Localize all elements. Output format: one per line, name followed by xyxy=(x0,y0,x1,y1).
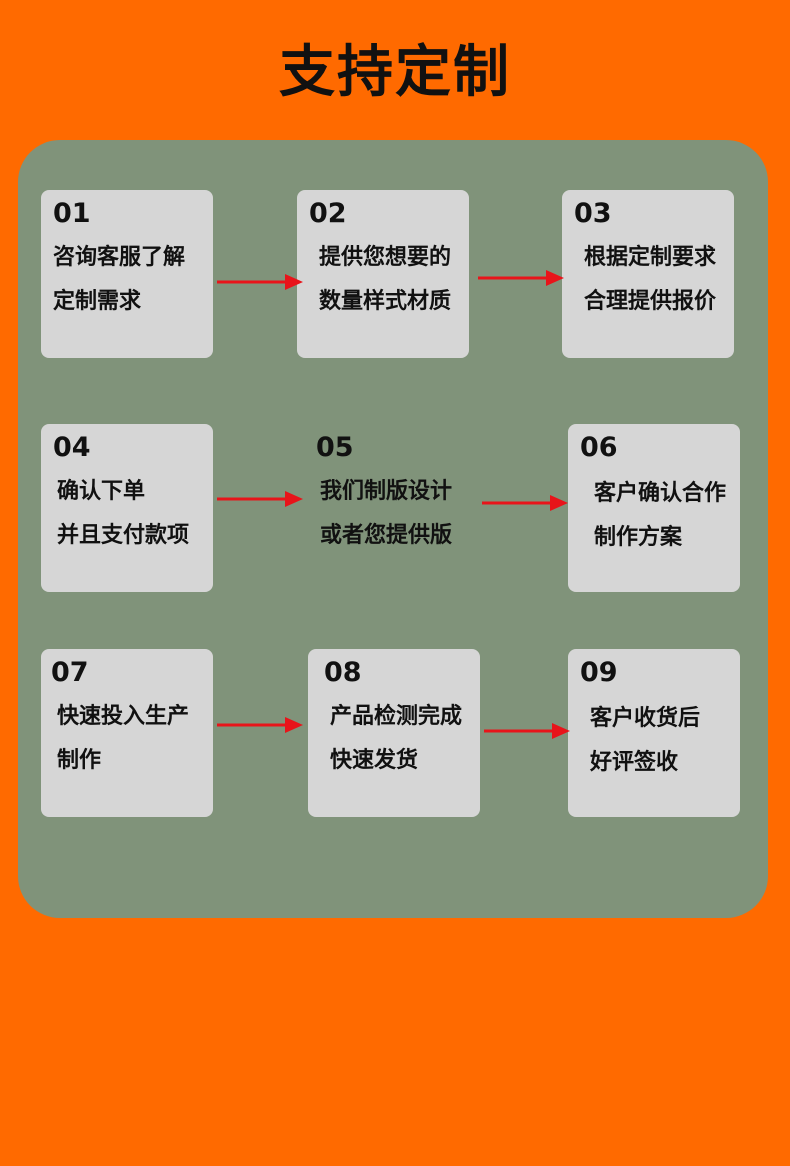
step-03-card: 03 根据定制要求 合理提供报价 xyxy=(562,190,734,358)
arrow-right-icon xyxy=(484,723,570,739)
step-text-line1: 客户收货后 xyxy=(590,706,701,731)
step-05-card: 05 我们制版设计 或者您提供版 xyxy=(308,424,480,592)
step-number: 08 xyxy=(324,657,362,688)
arrow-right-icon xyxy=(217,491,303,507)
step-06-card: 06 客户确认合作 制作方案 xyxy=(568,424,740,592)
step-number: 03 xyxy=(574,198,612,229)
step-08-card: 08 产品检测完成 快速发货 xyxy=(308,649,480,817)
step-number: 05 xyxy=(316,432,354,463)
arrow-right-icon xyxy=(482,495,568,511)
step-text-line2: 数量样式材质 xyxy=(319,289,452,314)
step-text-line1: 客户确认合作 xyxy=(594,481,727,506)
step-text-line2: 或者您提供版 xyxy=(320,523,453,548)
step-text-line2: 并且支付款项 xyxy=(57,523,190,548)
step-text-line1: 根据定制要求 xyxy=(584,245,717,270)
step-04-card: 04 确认下单 并且支付款项 xyxy=(41,424,213,592)
step-text-line2: 快速发货 xyxy=(330,748,419,773)
arrow-right-icon xyxy=(217,717,303,733)
step-09-card: 09 客户收货后 好评签收 xyxy=(568,649,740,817)
step-number: 01 xyxy=(53,198,91,229)
step-text-line2: 制作 xyxy=(57,748,102,773)
step-number: 04 xyxy=(53,432,91,463)
step-number: 06 xyxy=(580,432,618,463)
arrow-right-icon xyxy=(217,274,303,290)
step-text-line2: 定制需求 xyxy=(53,289,142,314)
arrow-right-icon xyxy=(478,270,564,286)
step-number: 09 xyxy=(580,657,618,688)
step-07-card: 07 快速投入生产 制作 xyxy=(41,649,213,817)
step-number: 02 xyxy=(309,198,347,229)
step-text-line1: 提供您想要的 xyxy=(319,245,452,270)
step-02-card: 02 提供您想要的 数量样式材质 xyxy=(297,190,469,358)
step-text-line1: 我们制版设计 xyxy=(320,479,453,504)
step-text-line2: 合理提供报价 xyxy=(584,289,717,314)
step-text-line2: 好评签收 xyxy=(590,750,679,775)
step-01-card: 01 咨询客服了解 定制需求 xyxy=(41,190,213,358)
step-text-line1: 产品检测完成 xyxy=(330,704,463,729)
page-title: 支持定制 xyxy=(279,40,511,105)
step-number: 07 xyxy=(51,657,89,688)
step-text-line1: 快速投入生产 xyxy=(57,704,190,729)
step-text-line2: 制作方案 xyxy=(594,525,683,550)
step-text-line1: 咨询客服了解 xyxy=(53,245,186,270)
step-text-line1: 确认下单 xyxy=(57,479,146,504)
